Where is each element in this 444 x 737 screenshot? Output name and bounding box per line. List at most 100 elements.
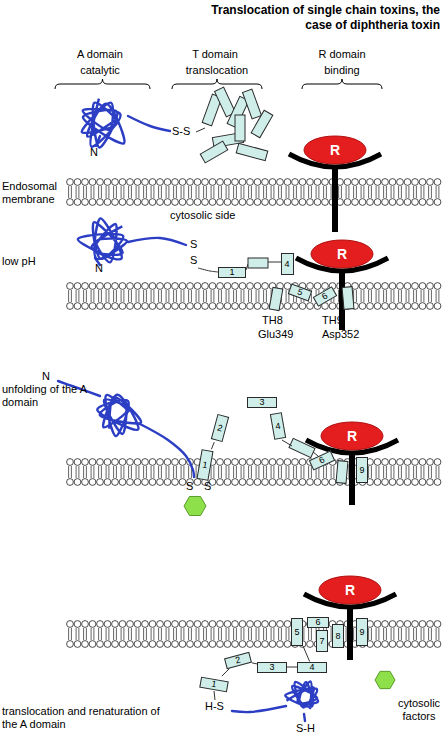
lipid-head [404,199,411,206]
polypeptide-chain [96,136,100,146]
lipid-tail [181,290,184,302]
lipid-tail [181,628,184,640]
lipid-head [232,179,239,186]
lipid-head [232,621,239,628]
lipid-tail [151,290,154,302]
lipid-head [104,621,111,628]
lipid-head [127,621,134,628]
lipid-head [119,283,126,290]
lipid-tail [264,290,267,302]
lipid-tail [196,628,199,640]
lipid-head [217,199,224,206]
lipid-head [104,459,111,466]
lipid-tail [226,628,229,640]
lipid-head [134,459,141,466]
lipid-tail [121,186,124,198]
lipid-tail [69,628,72,640]
lipid-head [299,459,306,466]
lipid-tail [421,466,424,478]
catalytic-domain-chain [97,395,141,436]
lipid-head [97,303,104,310]
lipid-head [412,283,419,290]
lipid-head [82,641,89,648]
lipid-head [397,199,404,206]
lipid-head [82,459,89,466]
lipid-tail [204,186,207,198]
lipid-head [179,641,186,648]
lipid-tail [144,186,147,198]
lipid-tail [84,186,87,198]
lipid-tail [384,628,387,640]
lipid-tail [324,186,327,198]
lipid-head [269,641,276,648]
lipid-head [247,621,254,628]
lipid-head [82,303,89,310]
thiol-label: H-S [205,700,224,713]
lipid-head [269,179,276,186]
lipid-head [344,199,351,206]
lipid-head [149,459,156,466]
lipid-head [209,641,216,648]
lipid-head [389,199,396,206]
lipid-head [404,179,411,186]
helix [251,110,273,138]
lipid-head [127,283,134,290]
lipid-tail [129,290,132,302]
lipid-head [224,303,231,310]
domain-bracket [172,79,262,89]
polypeptide-chain [128,238,186,245]
receptor-label: R [330,143,340,157]
lipid-tail [264,628,267,640]
lipid-head [104,641,111,648]
lipid-head [74,303,81,310]
domain-function: catalytic [60,64,140,77]
residue-label: Asp352 [322,328,359,341]
lipid-head [254,283,261,290]
lipid-head [269,459,276,466]
lipid-tail [144,466,147,478]
lipid-head [224,641,231,648]
lipid-head [427,641,434,648]
lipid-tail [219,186,222,198]
receptor-ellipse: R [310,239,374,269]
lipid-tail [399,186,402,198]
lipid-head [359,303,366,310]
lipid-tail [324,466,327,478]
lipid-head [172,641,179,648]
lipid-tail [144,290,147,302]
lipid-tail [211,290,214,302]
lipid-tail [399,290,402,302]
lipid-head [217,641,224,648]
lipid-tail [211,466,214,478]
lipid-tail [174,466,177,478]
lipid-head [172,199,179,206]
lipid-tail [354,186,357,198]
receptor-fill [304,136,366,164]
lipid-tail [421,290,424,302]
lipid-head [164,303,171,310]
lipid-head [74,479,81,486]
lipid-head [187,621,194,628]
lipid-head [277,199,284,206]
lipid-head [187,199,194,206]
lipid-tail [301,186,304,198]
lipid-tail [151,466,154,478]
lipid-head [382,641,389,648]
lipid-tail [91,466,94,478]
lipid-tail [279,186,282,198]
lipid-head [89,479,96,486]
lipid-head [164,479,171,486]
lipid-head [67,303,74,310]
lipid-head [404,459,411,466]
step-label: translocation and renaturation of the A … [2,705,162,731]
lipid-head [404,283,411,290]
lipid-head [427,283,434,290]
lipid-tail [189,290,192,302]
lipid-head [262,283,269,290]
lipid-tail [406,186,409,198]
helix-number: 9 [359,628,364,637]
lipid-head [292,459,299,466]
helix-loop-connector [287,667,297,668]
lipid-tail [204,628,207,640]
lipid-tail [106,628,109,640]
